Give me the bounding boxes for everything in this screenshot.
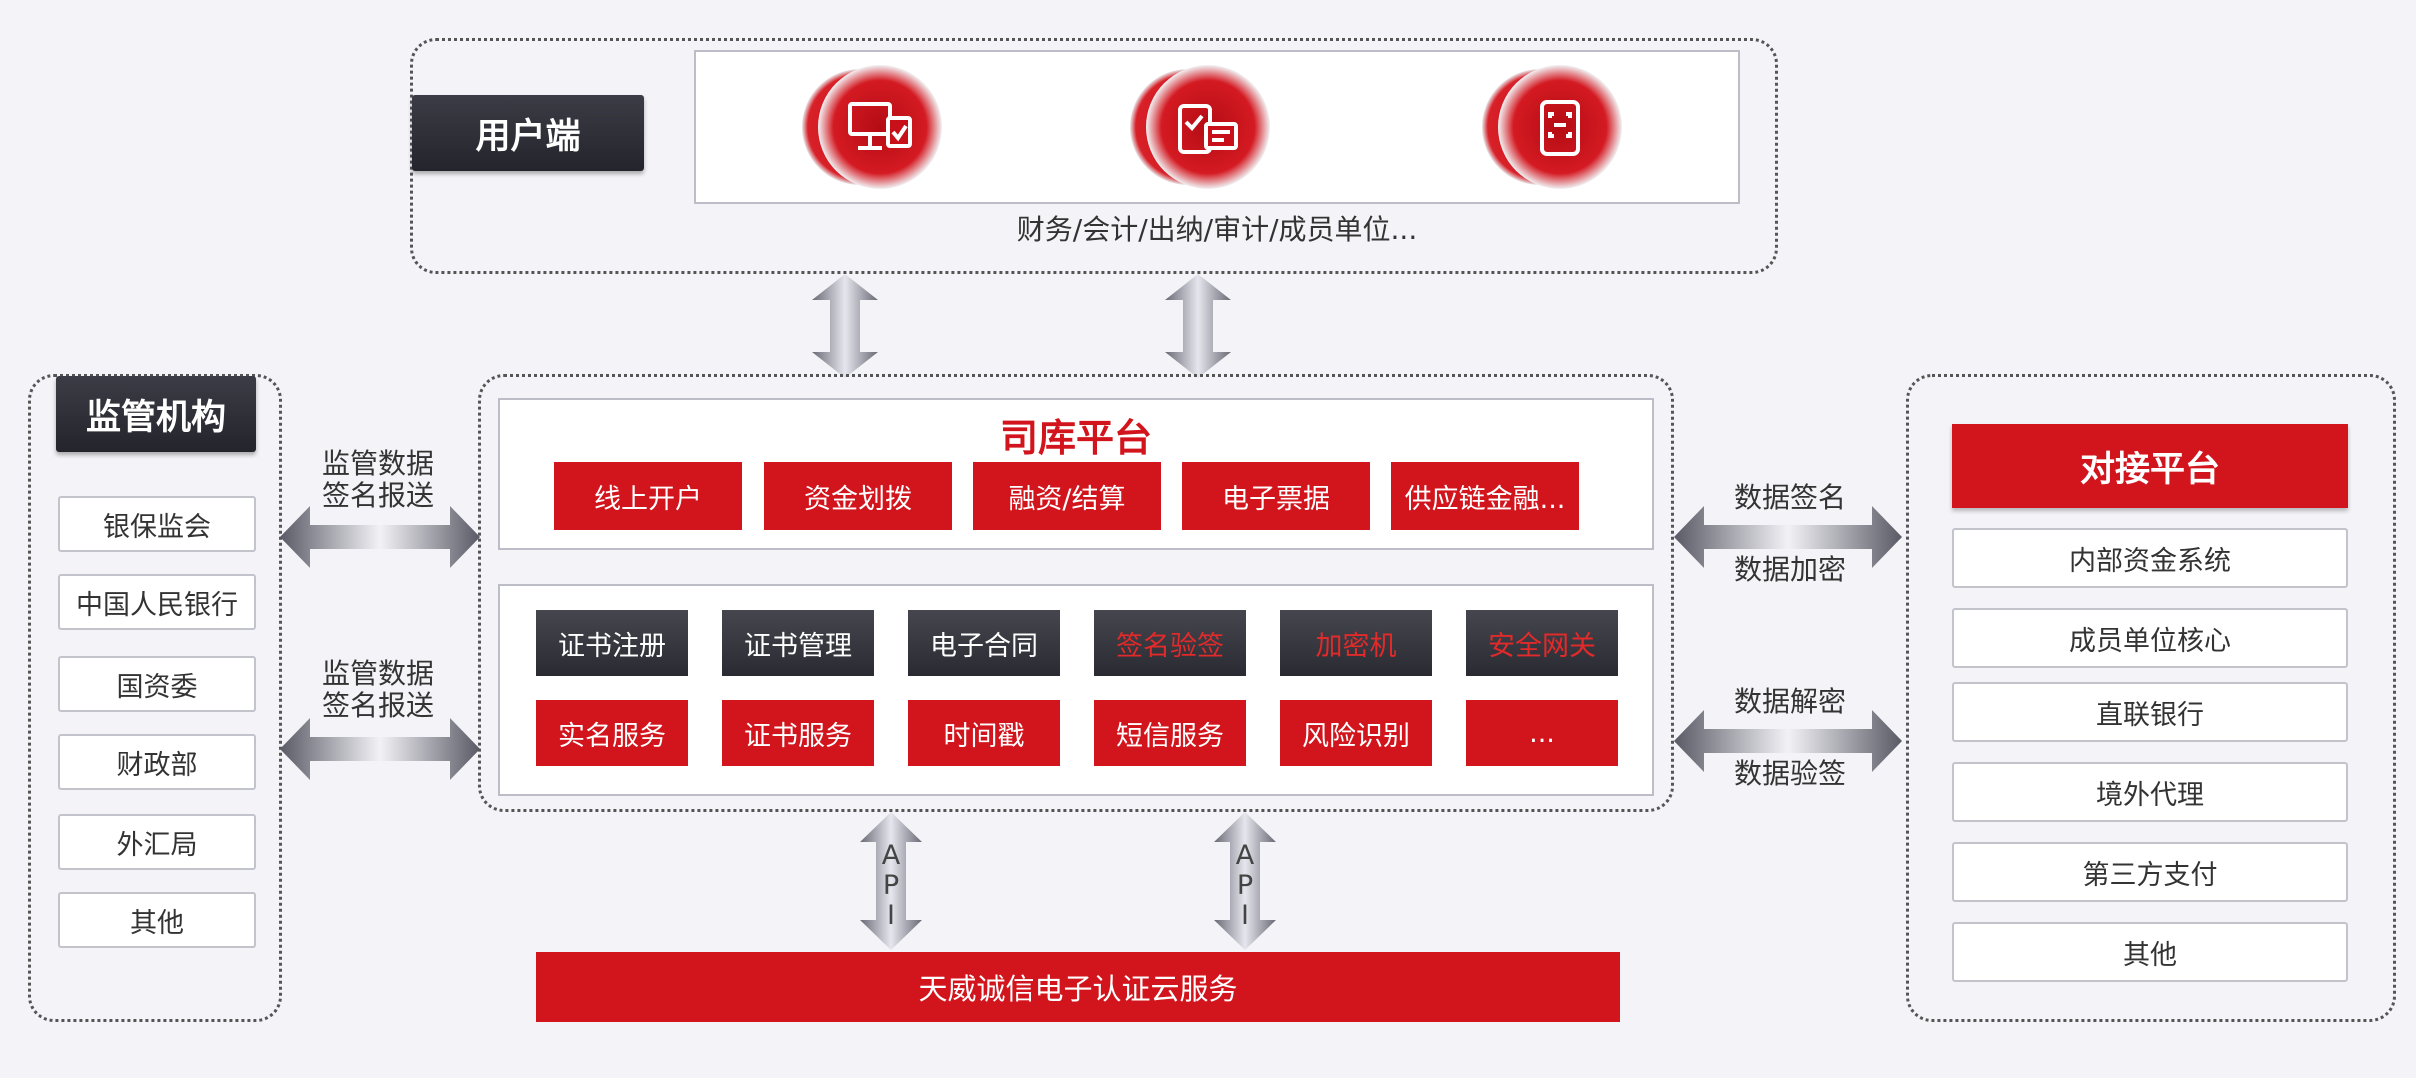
user-end-title: 用户端 xyxy=(412,95,644,171)
cap-sms: 短信服务 xyxy=(1094,700,1246,766)
service-supply-chain-finance: 供应链金融... xyxy=(1391,462,1579,530)
regulator-link-label-lower: 监管数据 签名报送 xyxy=(321,657,434,723)
cap-cert-manage: 证书管理 xyxy=(722,610,874,676)
api-arrow-right xyxy=(1212,812,1278,950)
cap-more: ... xyxy=(1466,700,1618,766)
connect-item-overseas-agent: 境外代理 xyxy=(1952,762,2348,822)
connect-item-third-party-pay: 第三方支付 xyxy=(1952,842,2348,902)
api-label-right-text: API xyxy=(1235,840,1255,931)
regulator-link-arrow-upper xyxy=(280,506,480,568)
connect-item-other: 其他 xyxy=(1952,922,2348,982)
regulator-link-arrow-lower xyxy=(280,718,480,780)
cap-cert-register: 证书注册 xyxy=(536,610,688,676)
api-label-left: API xyxy=(876,840,906,932)
service-e-bill: 电子票据 xyxy=(1182,462,1370,530)
cap-timestamp: 时间戳 xyxy=(908,700,1060,766)
api-label-right: API xyxy=(1230,840,1260,932)
connector-label-verify: 数据验签 xyxy=(1733,757,1846,790)
regulators-group xyxy=(28,374,282,1022)
connect-platform-title: 对接平台 xyxy=(1952,424,2348,508)
platform-group xyxy=(478,374,1674,812)
cap-e-contract: 电子合同 xyxy=(908,610,1060,676)
connector-label-sign: 数据签名 xyxy=(1733,481,1846,514)
service-fund-transfer: 资金划拨 xyxy=(764,462,952,530)
connector-arrow-upper xyxy=(1674,506,1902,568)
regulator-link-label-upper: 监管数据 签名报送 xyxy=(321,447,434,513)
connector-arrow-lower xyxy=(1674,710,1902,772)
user-platform-arrow-left xyxy=(810,274,880,378)
regulator-item-other: 其他 xyxy=(58,892,256,948)
service-online-account: 线上开户 xyxy=(554,462,742,530)
desktop-check-icon xyxy=(800,62,950,192)
connector-label-encrypt: 数据加密 xyxy=(1733,553,1846,586)
cap-real-name: 实名服务 xyxy=(536,700,688,766)
service-financing-settlement: 融资/结算 xyxy=(973,462,1161,530)
connect-item-direct-bank: 直联银行 xyxy=(1952,682,2348,742)
connect-item-internal-fund: 内部资金系统 xyxy=(1952,528,2348,588)
cap-risk-identify: 风险识别 xyxy=(1280,700,1432,766)
regulator-item-cbirc: 银保监会 xyxy=(58,496,256,552)
connect-item-member-core: 成员单位核心 xyxy=(1952,608,2348,668)
api-label-left-text: API xyxy=(881,840,901,931)
regulator-item-sasac: 国资委 xyxy=(58,656,256,712)
user-end-group xyxy=(410,38,1778,274)
platform-capabilities-panel xyxy=(498,584,1654,796)
api-arrow-left xyxy=(858,812,924,950)
cap-cert-service: 证书服务 xyxy=(722,700,874,766)
cap-sign-verify: 签名验签 xyxy=(1094,610,1246,676)
regulator-item-pboc: 中国人民银行 xyxy=(58,574,256,630)
regulators-title: 监管机构 xyxy=(56,376,256,452)
connect-platform-group xyxy=(1906,374,2396,1022)
regulator-item-safe: 外汇局 xyxy=(58,814,256,870)
user-platform-arrow-right xyxy=(1163,274,1233,378)
cloud-service-bar: 天威诚信电子认证云服务 xyxy=(536,952,1620,1022)
phone-scan-icon xyxy=(1480,62,1630,192)
connector-label-decrypt: 数据解密 xyxy=(1733,685,1846,718)
cap-hsm: 加密机 xyxy=(1280,610,1432,676)
regulator-item-mof: 财政部 xyxy=(58,734,256,790)
user-roles-label: 财务/会计/出纳/审计/成员单位... xyxy=(1016,213,1418,246)
platform-title: 司库平台 xyxy=(999,415,1152,460)
cap-security-gateway: 安全网关 xyxy=(1466,610,1618,676)
mobile-document-icon xyxy=(1128,62,1278,192)
